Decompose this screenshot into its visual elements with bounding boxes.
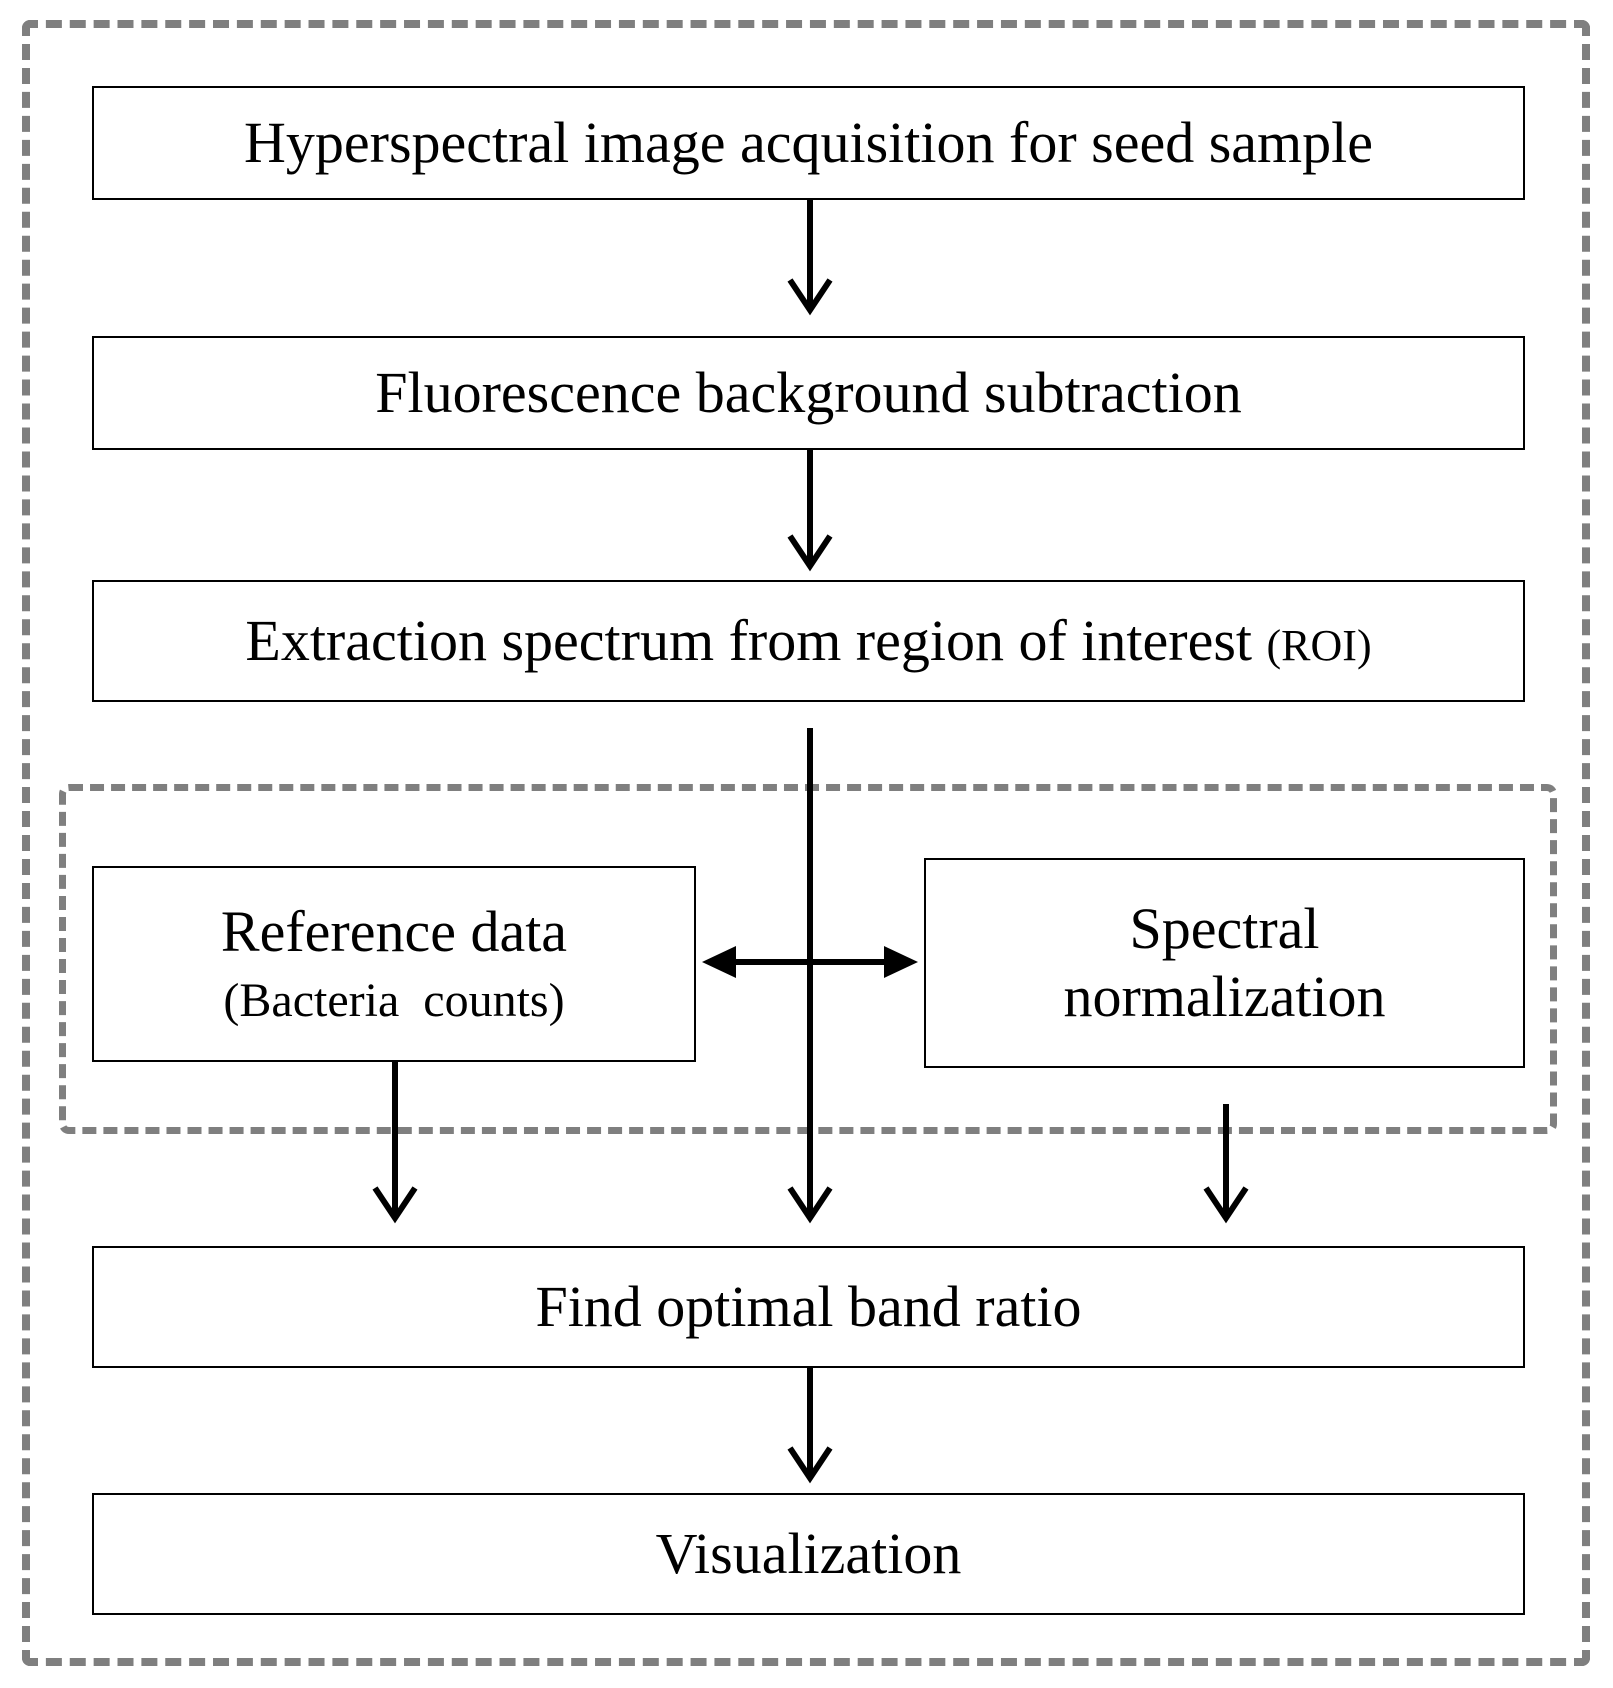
step-optimal-band-ratio: Find optimal band ratio	[92, 1246, 1525, 1368]
step-label-line2: (Bacteria counts)	[223, 973, 565, 1027]
step-label: Find optimal band ratio	[535, 1273, 1082, 1339]
step-label: Extraction spectrum from region of inter…	[245, 607, 1371, 675]
step-label-main: Extraction spectrum from region of inter…	[245, 607, 1253, 673]
step-roi-extraction: Extraction spectrum from region of inter…	[92, 580, 1525, 702]
step-label-line1: Reference data	[220, 899, 568, 965]
step-spectral-normalization: Spectral normalization	[924, 858, 1525, 1068]
step-label-line1: Spectral	[1129, 895, 1320, 961]
step-reference-data: Reference data (Bacteria counts)	[92, 866, 696, 1062]
step-fluorescence-subtraction: Fluorescence background subtraction	[92, 336, 1525, 450]
step-label-suffix: (ROI)	[1266, 620, 1372, 670]
step-label: Visualization	[655, 1520, 962, 1586]
step-image-acquisition: Hyperspectral image acquisition for seed…	[92, 86, 1525, 200]
outer-dashed-frame	[22, 20, 1590, 1666]
step-label: Fluorescence background subtraction	[375, 359, 1242, 425]
step-label-line2: normalization	[1063, 964, 1386, 1029]
step-label: Hyperspectral image acquisition for seed…	[244, 109, 1373, 175]
step-visualization: Visualization	[92, 1493, 1525, 1615]
